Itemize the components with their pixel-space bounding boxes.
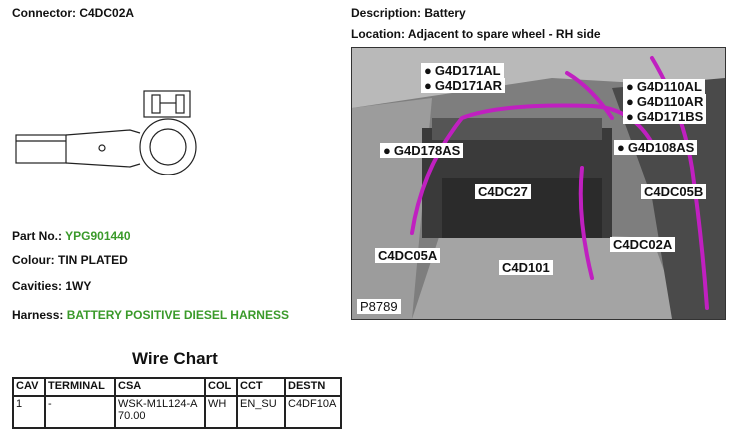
colour-line: Colour: TIN PLATED — [12, 253, 128, 267]
header-col: COL — [204, 377, 238, 397]
terminal-drawing — [15, 90, 197, 175]
cavities-value: 1WY — [65, 279, 92, 293]
description-value: Battery — [424, 6, 466, 20]
harness-value: BATTERY POSITIVE DIESEL HARNESS — [66, 308, 289, 322]
callout-g4d110al: G4D110AL — [623, 79, 705, 94]
location-label: Location: — [351, 27, 405, 41]
cell-col: WH — [204, 395, 238, 429]
cavities-line: Cavities: 1WY — [12, 279, 91, 293]
cell-csa: WSK-M1L124-A 70.00 — [114, 395, 206, 429]
callout-g4d171ar: G4D171AR — [421, 78, 506, 93]
connector-label: Connector: — [12, 6, 76, 20]
photo-ref: P8789 — [357, 299, 401, 314]
wire-chart-title: Wire Chart — [132, 349, 218, 368]
callout-c4d101: C4D101 — [499, 260, 553, 275]
cell-cct: EN_SU — [236, 395, 286, 429]
cavities-label: Cavities: — [12, 279, 63, 293]
callout-g4d178as: G4D178AS — [380, 143, 464, 158]
harness-line: Harness: BATTERY POSITIVE DIESEL HARNESS — [12, 308, 289, 322]
colour-value: TIN PLATED — [58, 253, 128, 267]
callout-c4dc05b: C4DC05B — [641, 184, 707, 199]
callout-c4dc05a: C4DC05A — [375, 248, 441, 263]
cell-cav: 1 — [12, 395, 46, 429]
table-row: 1 - WSK-M1L124-A 70.00 WH EN_SU C4DF10A — [12, 395, 342, 429]
part-no-label: Part No.: — [12, 229, 63, 243]
callout-g4d108as: G4D108AS — [614, 140, 698, 155]
description-label: Description: — [351, 6, 422, 20]
header-terminal: TERMINAL — [44, 377, 116, 397]
header-cct: CCT — [236, 377, 286, 397]
header-csa: CSA — [114, 377, 206, 397]
callout-g4d171al: G4D171AL — [421, 63, 504, 78]
cell-terminal: - — [44, 395, 116, 429]
connector-line: Connector: C4DC02A — [12, 6, 134, 20]
location-line: Location: Adjacent to spare wheel - RH s… — [351, 27, 601, 41]
location-photo: G4D171AL G4D171AR G4D110AL G4D110AR G4D1… — [351, 47, 726, 320]
header-destn: DESTN — [284, 377, 342, 397]
callout-g4d110ar: G4D110AR — [623, 94, 707, 109]
part-no-line: Part No.: YPG901440 — [12, 229, 131, 243]
wire-chart-table: CAV TERMINAL CSA COL CCT DESTN 1 - WSK-M… — [12, 377, 342, 429]
header-cav: CAV — [12, 377, 46, 397]
part-no-value: YPG901440 — [65, 229, 131, 243]
callout-c4dc02a: C4DC02A — [610, 237, 676, 252]
cell-destn: C4DF10A — [284, 395, 342, 429]
photo-artwork — [352, 48, 725, 319]
description-line: Description: Battery — [351, 6, 466, 20]
callout-g4d171bs: G4D171BS — [623, 109, 707, 124]
connector-value: C4DC02A — [79, 6, 135, 20]
location-value: Adjacent to spare wheel - RH side — [407, 27, 601, 41]
wire-chart-header-row: CAV TERMINAL CSA COL CCT DESTN — [12, 377, 342, 397]
callout-c4dc27: C4DC27 — [475, 184, 531, 199]
colour-label: Colour: — [12, 253, 55, 267]
harness-label: Harness: — [12, 308, 64, 322]
